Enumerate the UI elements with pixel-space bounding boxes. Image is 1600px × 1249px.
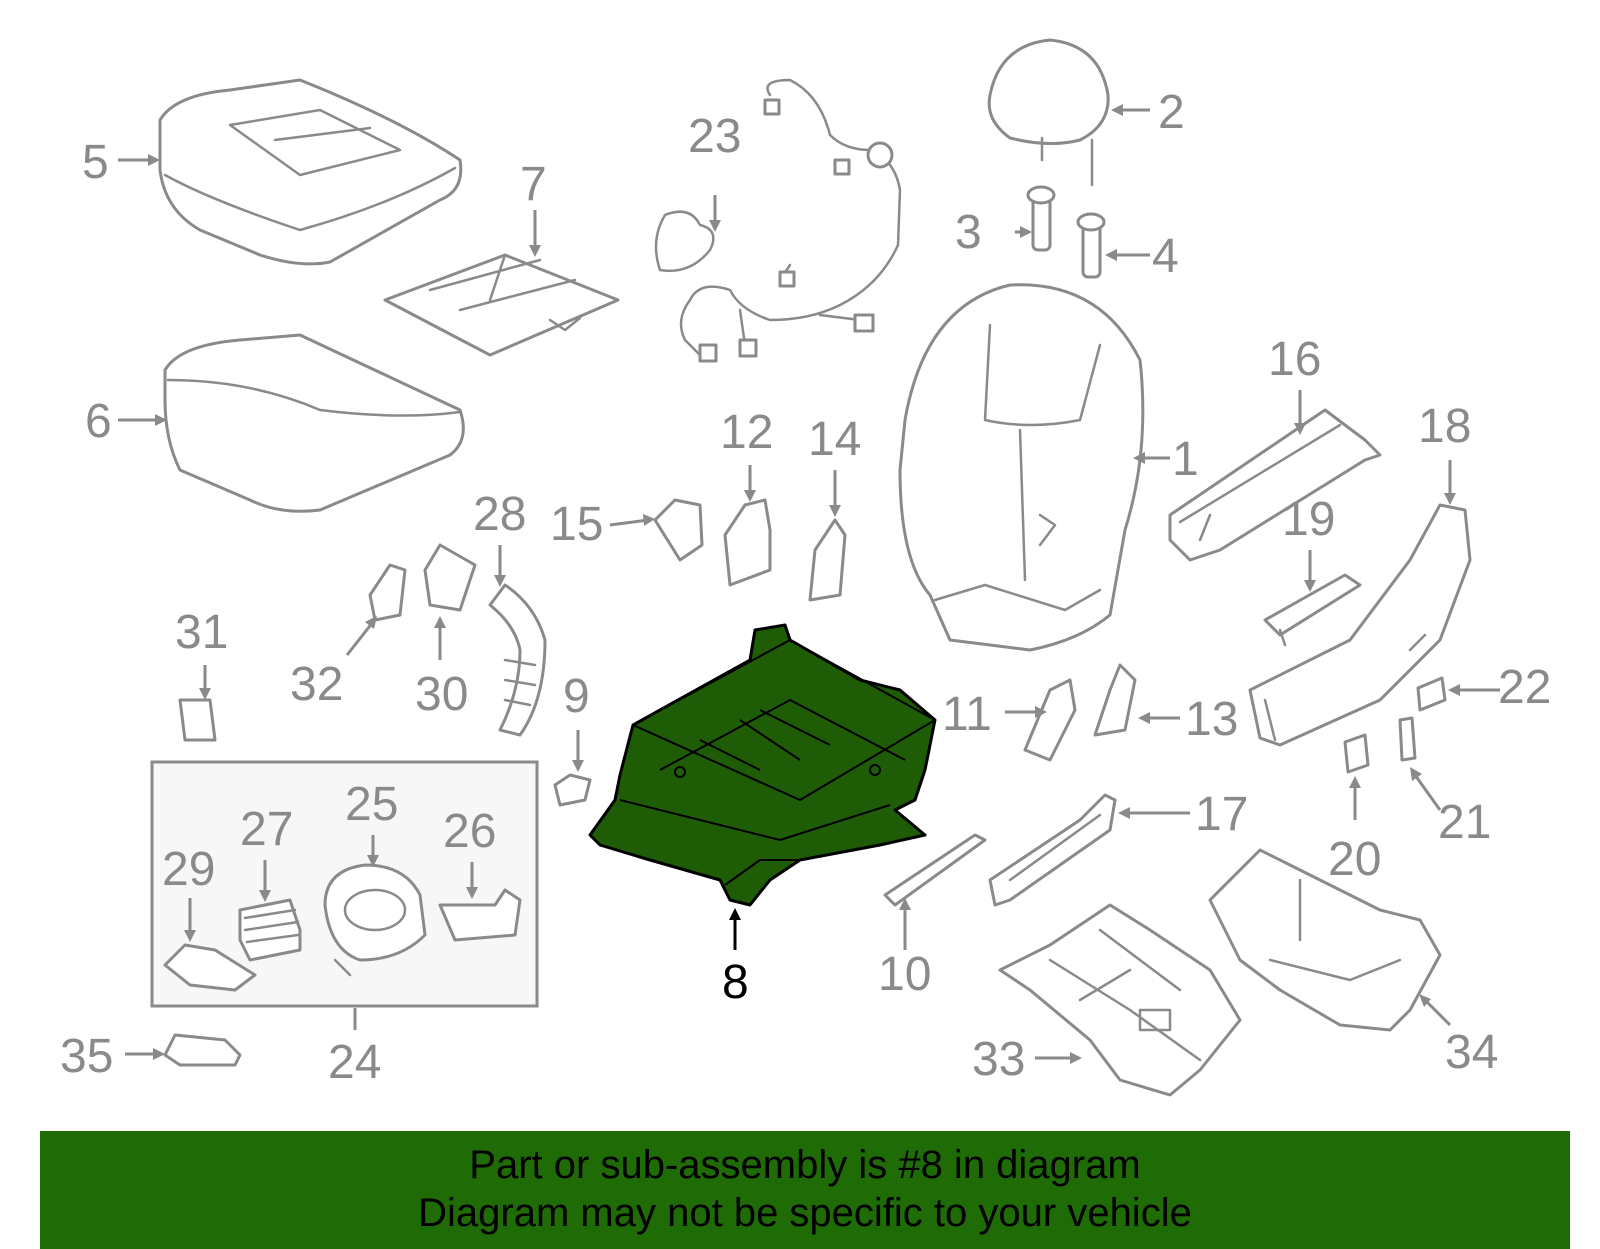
callout-3: 3	[955, 206, 982, 259]
part-17-rail	[988, 793, 1117, 907]
part-11-cover	[1023, 678, 1077, 762]
leader-8	[729, 908, 741, 950]
part-2-headrest	[987, 38, 1110, 187]
part-16-trim	[1168, 408, 1382, 562]
part-7-heater-pad	[383, 253, 620, 357]
callout-20: 20	[1328, 833, 1381, 886]
callout-27: 27	[240, 803, 293, 856]
part-28-duct	[488, 583, 547, 737]
callout-1: 1	[1172, 433, 1199, 486]
callout-26: 26	[443, 805, 496, 858]
part-26-duct	[438, 888, 522, 942]
callout-14: 14	[808, 413, 861, 466]
callout-5: 5	[82, 136, 109, 189]
callout-11: 11	[942, 688, 992, 741]
part-22-knob	[1416, 676, 1447, 712]
callout-34: 34	[1445, 1026, 1498, 1079]
part-34-cover	[1208, 848, 1442, 1032]
callout-4: 4	[1152, 230, 1179, 283]
part-5-cushion-cover	[158, 78, 463, 266]
part-10-rod	[883, 833, 987, 907]
part-35-module	[163, 1033, 242, 1067]
part-1-seat-back	[898, 283, 1145, 652]
callout-2: 2	[1158, 86, 1185, 139]
info-banner: Part or sub-assembly is #8 in diagram Di…	[40, 1131, 1570, 1249]
callout-6: 6	[85, 395, 112, 448]
banner-line-2: Diagram may not be specific to your vehi…	[418, 1191, 1192, 1235]
part-14-cover	[808, 518, 847, 602]
part-29-bracket	[163, 943, 257, 992]
callout-8: 8	[722, 956, 749, 1009]
callout-labels: 5 6 7 23 2 3 4 1 16 18 19 22 21 20 12 14…	[60, 86, 1551, 1089]
callout-15: 15	[550, 498, 603, 551]
part-19-switch	[1263, 573, 1362, 647]
part-6-cushion-pad	[163, 333, 465, 513]
part-15-cover	[653, 498, 704, 562]
callout-12: 12	[720, 406, 773, 459]
part-9-clip	[553, 773, 592, 807]
part-20-knob	[1343, 733, 1370, 774]
callout-23: 23	[688, 110, 741, 163]
callout-7: 7	[520, 158, 547, 211]
part-21-knob	[1398, 716, 1417, 762]
part-12-cover	[723, 498, 772, 587]
callout-17: 17	[1195, 788, 1248, 841]
part-33-tray	[998, 903, 1242, 1097]
part-32-duct	[368, 563, 407, 622]
callout-25: 25	[345, 778, 398, 831]
callout-18: 18	[1418, 400, 1471, 453]
callout-24: 24	[328, 1036, 381, 1089]
part-23-wire-harness	[654, 78, 902, 363]
part-4-headrest-guide	[1076, 212, 1106, 279]
part-27-duct	[238, 898, 302, 962]
part-3-headrest-guide	[1026, 185, 1056, 252]
part-30-duct	[423, 543, 477, 612]
callout-33: 33	[972, 1033, 1025, 1086]
part-13-cover	[1093, 663, 1137, 737]
callout-28: 28	[473, 488, 526, 541]
callout-29: 29	[162, 843, 215, 896]
callout-13: 13	[1185, 693, 1238, 746]
callout-35: 35	[60, 1030, 113, 1083]
callout-31: 31	[175, 606, 228, 659]
callout-21: 21	[1438, 796, 1491, 849]
callout-16: 16	[1268, 333, 1321, 386]
part-25-blower	[323, 863, 427, 977]
callout-10: 10	[878, 948, 931, 1001]
banner-line-1: Part or sub-assembly is #8 in diagram	[469, 1143, 1141, 1187]
part-8-seat-adjuster	[588, 623, 937, 907]
callout-30: 30	[415, 668, 468, 721]
callout-9: 9	[563, 670, 590, 723]
part-31-clip	[178, 698, 217, 742]
callout-22: 22	[1498, 661, 1551, 714]
callout-32: 32	[290, 658, 343, 711]
leader-lines	[118, 104, 1500, 1064]
callout-19: 19	[1282, 493, 1335, 546]
part-18-side-shield	[1248, 503, 1472, 747]
